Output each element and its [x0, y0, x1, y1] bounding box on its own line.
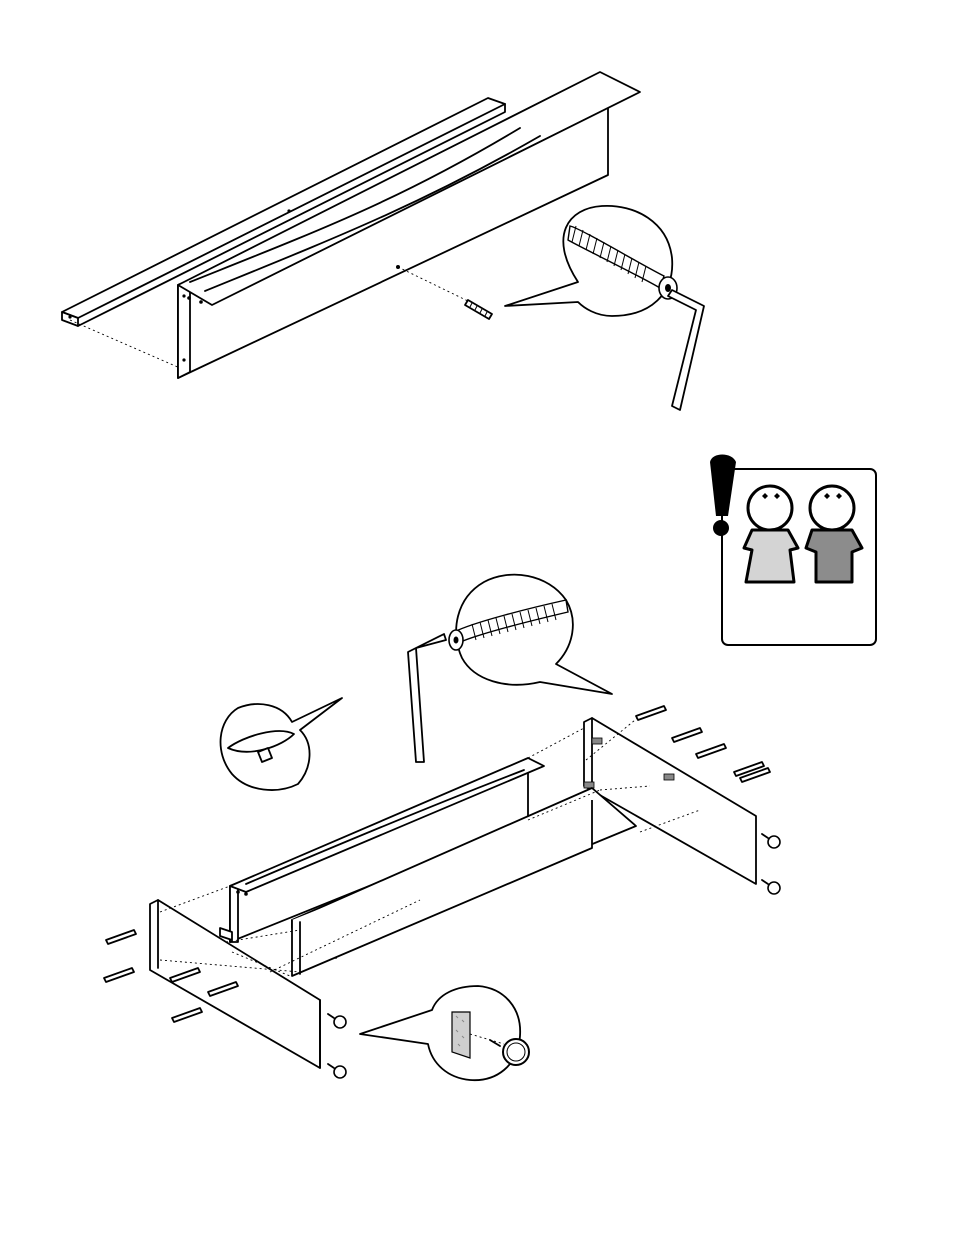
foot	[762, 880, 780, 894]
cam-screw-magnified	[568, 226, 677, 299]
shelf-pin-magnified	[228, 731, 294, 762]
right-side-panel	[584, 718, 756, 884]
magnified-foot-detail	[360, 986, 529, 1080]
cam-screw-magnified	[449, 600, 568, 650]
foot	[328, 1064, 346, 1078]
panel-edge-magnified	[452, 1012, 470, 1058]
step-2-illustration	[104, 575, 780, 1081]
foot	[328, 1014, 346, 1028]
allen-key	[408, 634, 446, 762]
magnified-cam-screw-detail	[505, 206, 704, 410]
foot-magnified	[490, 1039, 529, 1065]
two-person-warning	[710, 455, 876, 646]
alignment-guide	[398, 267, 470, 302]
alignment-guide	[70, 320, 180, 368]
foot	[762, 834, 780, 848]
magnified-shelf-pin-detail	[221, 698, 342, 790]
magnified-cam-screw-detail	[408, 575, 612, 762]
cam-screw	[465, 300, 492, 319]
step-1-illustration	[62, 72, 704, 410]
allen-key	[668, 290, 704, 410]
